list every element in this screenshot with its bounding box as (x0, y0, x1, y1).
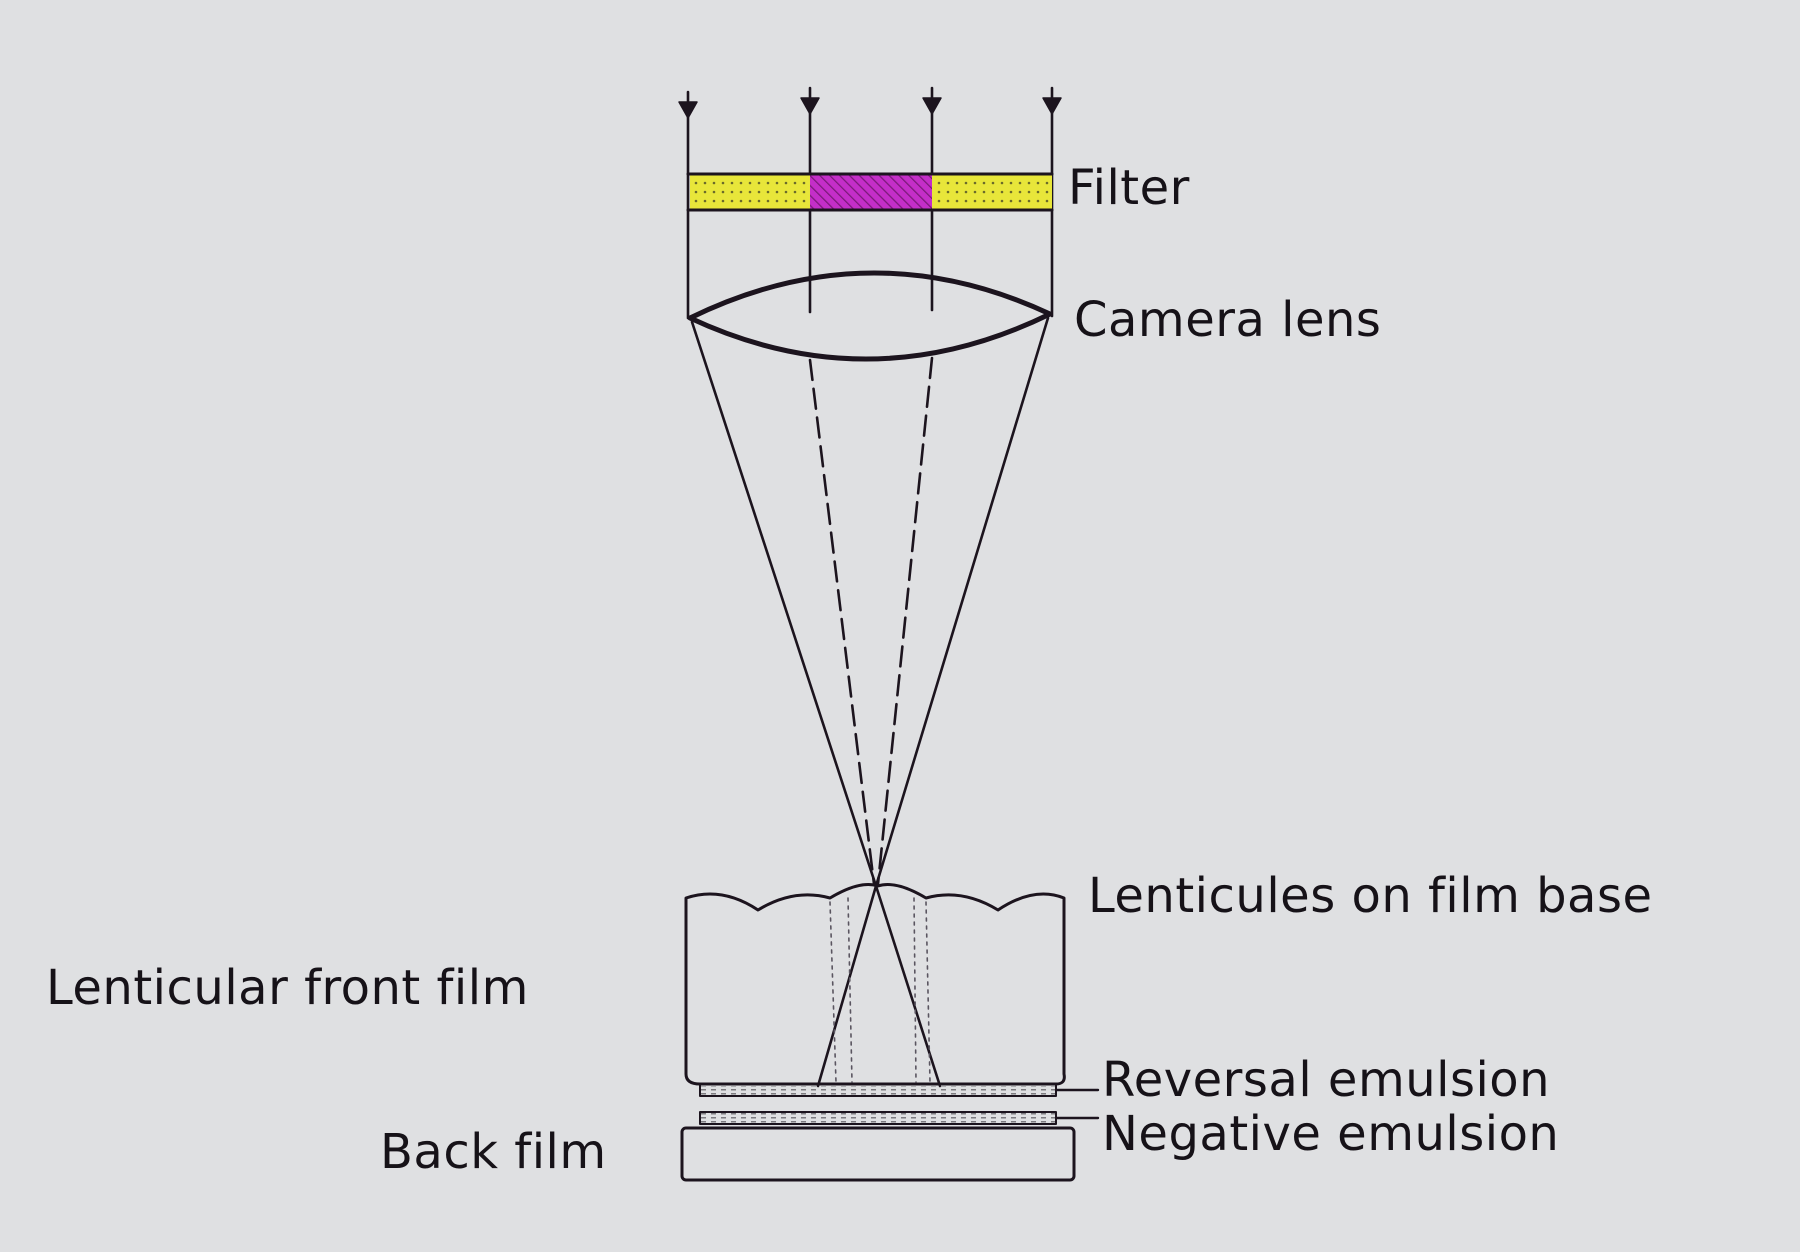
color-filter (686, 172, 1054, 212)
light-cone (690, 316, 1050, 1088)
filter-label: Filter (1068, 160, 1190, 216)
lenticular-front-film-label: Lenticular front film (46, 960, 529, 1016)
arrow-down-icon (800, 97, 820, 115)
lenticular-front-film (684, 883, 1066, 1086)
back-film (680, 1126, 1076, 1182)
reversal-emulsion-label: Reversal emulsion (1102, 1052, 1551, 1108)
negative-emulsion-layer (699, 1111, 1057, 1125)
emulsion-leader-lines (1054, 1088, 1100, 1120)
back-film-label: Back film (380, 1124, 607, 1180)
camera-lens (687, 270, 1053, 362)
filtered-rays-dashed (808, 356, 934, 886)
negative-emulsion-label: Negative emulsion (1102, 1106, 1560, 1162)
lenticules-label: Lenticules on film base (1088, 868, 1653, 924)
arrow-down-icon (922, 97, 942, 115)
lenticule-boundaries (829, 897, 931, 1083)
camera-lens-label: Camera lens (1074, 292, 1382, 348)
arrow-down-icon (678, 101, 698, 119)
arrow-down-icon (1042, 97, 1062, 115)
ray-arrowheads (678, 97, 1062, 119)
reversal-emulsion-layer (699, 1083, 1057, 1097)
